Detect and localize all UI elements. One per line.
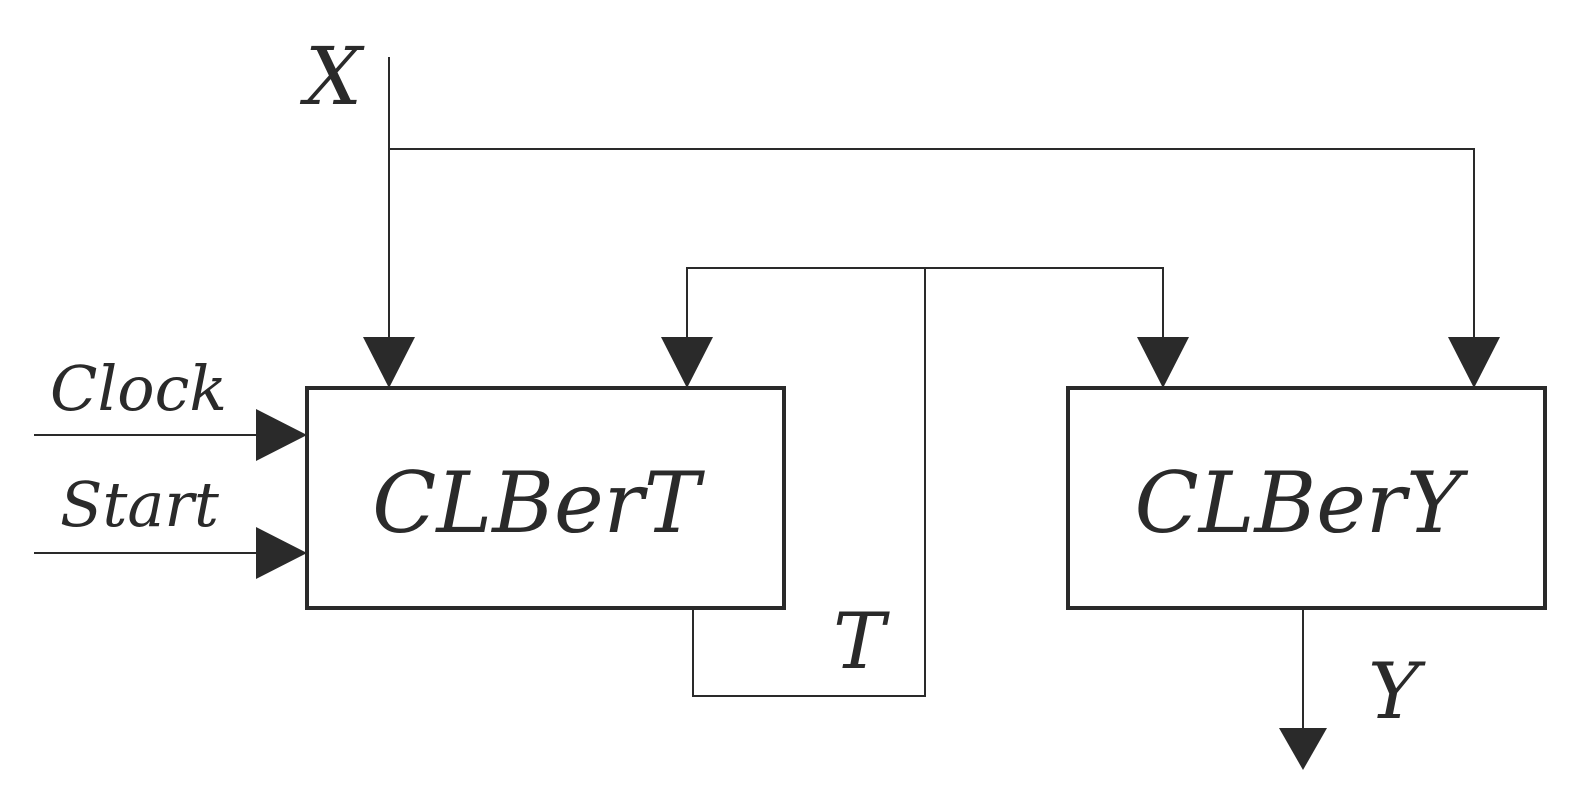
- arrowhead-clock: [256, 409, 307, 461]
- signal-start-label: Start: [60, 468, 219, 541]
- arrowhead-x-clbery: [1448, 337, 1500, 388]
- arrowhead-x-clbert: [363, 337, 415, 388]
- wire-t-feedback: [692, 267, 926, 697]
- signal-y-label: Y: [1368, 647, 1426, 737]
- block-clbery: [1066, 386, 1547, 610]
- arrowhead-start: [256, 527, 307, 579]
- arrowhead-t-clbert: [661, 337, 713, 388]
- arrowhead-y: [1279, 728, 1327, 770]
- signal-clock-label: Clock: [50, 352, 227, 425]
- block-clbert: [305, 386, 786, 610]
- arrowhead-t-clbery: [1137, 337, 1189, 388]
- wire-x-to-clbery: [388, 148, 1475, 346]
- block-clbert-label: CLBerT: [372, 454, 706, 552]
- signal-x-label: X: [299, 30, 365, 123]
- signal-t-label: T: [833, 597, 890, 687]
- wire-t-distribution: [686, 267, 1164, 346]
- block-clbery-label: CLBerY: [1134, 454, 1469, 552]
